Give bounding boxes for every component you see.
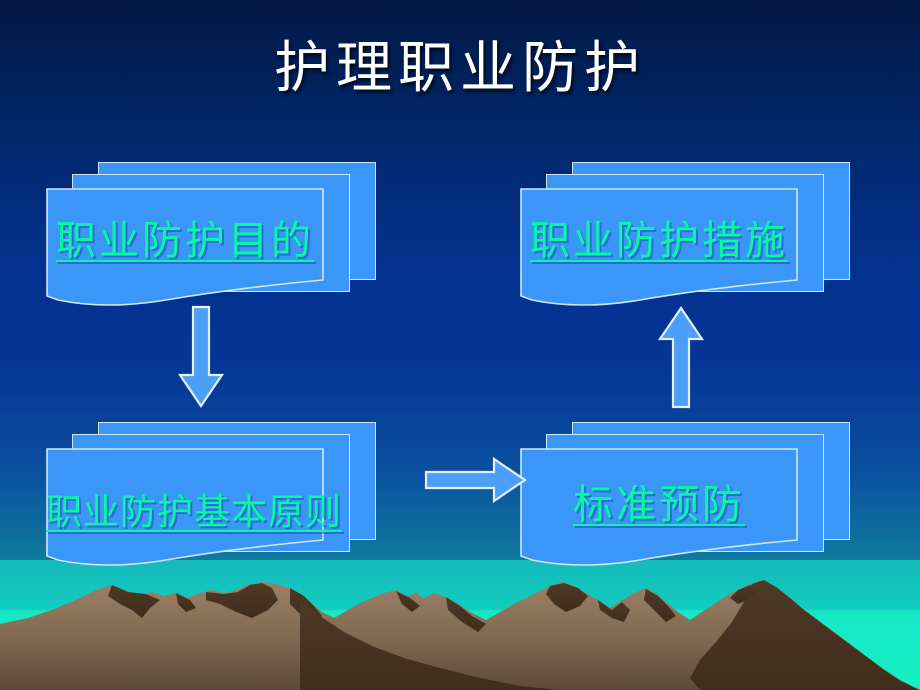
arrow-right-icon	[424, 456, 528, 504]
page-title: 护理职业防护	[274, 36, 646, 101]
mountain-scenery	[0, 560, 920, 690]
arrow-up-icon	[657, 305, 705, 409]
card-front[interactable]: 职业防护措施	[520, 188, 798, 307]
node-purpose[interactable]: 职业防护目的	[46, 162, 376, 307]
node-label-principle[interactable]: 职业防护基本原则	[46, 492, 343, 533]
card-front[interactable]: 职业防护目的	[46, 188, 324, 307]
node-label-standard[interactable]: 标准预防	[573, 482, 745, 528]
node-label-measures[interactable]: 职业防护措施	[530, 218, 788, 264]
node-principle[interactable]: 职业防护基本原则	[46, 422, 376, 567]
node-measures[interactable]: 职业防护措施	[520, 162, 850, 307]
card-front[interactable]: 职业防护基本原则	[46, 448, 343, 567]
arrow-down-icon	[177, 305, 225, 409]
card-front[interactable]: 标准预防	[520, 448, 798, 567]
node-standard[interactable]: 标准预防	[520, 422, 850, 567]
node-label-purpose[interactable]: 职业防护目的	[56, 218, 314, 264]
